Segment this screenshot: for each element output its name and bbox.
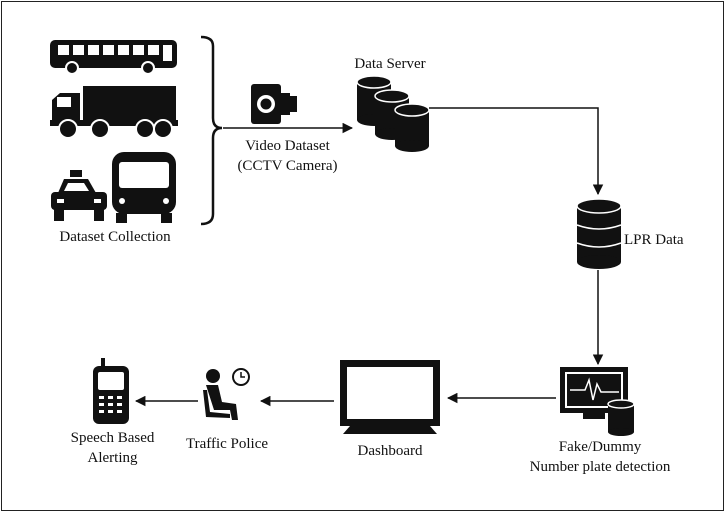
- bus-icon: [50, 40, 177, 75]
- bus-front-icon: [112, 152, 176, 223]
- arrow-to-lpr: [429, 107, 604, 196]
- monitor-icon: [340, 360, 440, 434]
- traffic-police-label: Traffic Police: [185, 436, 269, 452]
- cctv-camera-icon: [251, 84, 297, 124]
- speech-alerting-label: Speech Based Alerting: [55, 428, 170, 468]
- lpr-data-label: LPR Data: [624, 232, 684, 248]
- seated-person-icon: [203, 369, 238, 420]
- mobile-phone-icon: [93, 358, 129, 424]
- dataset-collection-label: Dataset Collection: [59, 229, 171, 245]
- fake-detection-line2: Number plate detection: [529, 459, 671, 475]
- speech-alerting-line1: Speech Based: [70, 430, 155, 446]
- database-icon: [576, 198, 622, 269]
- fake-detection-line1: Fake/Dummy: [558, 439, 642, 455]
- fake-detection-label: Fake/Dummy Number plate detection: [505, 437, 695, 477]
- taxi-icon: [51, 170, 107, 221]
- truck-icon: [50, 86, 178, 139]
- video-dataset-line2: (CCTV Camera): [237, 158, 338, 174]
- monitor-waveform-icon: [560, 367, 635, 436]
- database-stack-icon: [356, 75, 430, 152]
- video-dataset-label: Video Dataset (CCTV Camera): [225, 136, 350, 176]
- video-dataset-line1: Video Dataset: [245, 138, 330, 154]
- data-server-label: Data Server: [354, 56, 426, 72]
- speech-alerting-line2: Alerting: [87, 450, 138, 466]
- dashboard-label: Dashboard: [357, 443, 423, 459]
- collection-bracket: [200, 35, 223, 226]
- clock-icon: [232, 368, 250, 386]
